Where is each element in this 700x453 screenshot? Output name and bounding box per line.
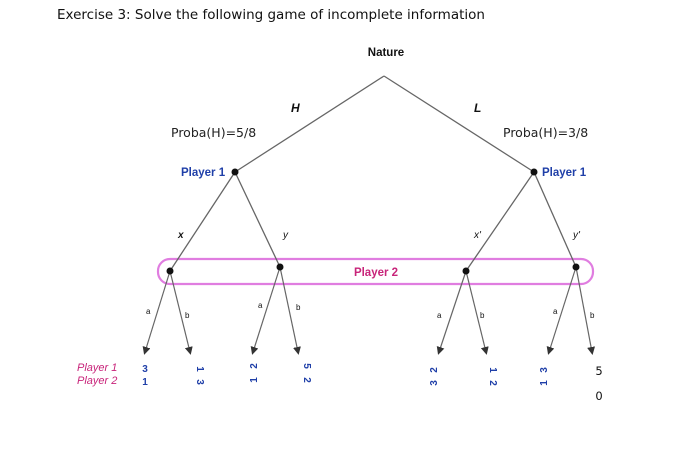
information-set-oval	[156, 257, 595, 286]
probability-left: Proba(H)=5/8	[171, 125, 256, 140]
action-a-2: a	[258, 301, 263, 310]
player2-node-1	[166, 267, 174, 275]
player2-node-3	[462, 267, 470, 275]
nature-branch-h	[234, 75, 385, 173]
player2-node-4	[572, 263, 580, 271]
player1-label-right: Player 1	[542, 167, 587, 179]
player1-node-right	[530, 168, 538, 176]
payoff-p2-7: 1	[539, 380, 550, 386]
p1-branch-x	[169, 171, 236, 272]
p2-branch-b-3	[465, 270, 489, 355]
payoff-p1-8: 5	[595, 364, 602, 378]
p2-branch-a-4	[546, 266, 577, 355]
p2-branch-b-2	[279, 266, 301, 355]
action-b-3: b	[480, 311, 485, 320]
action-b-2: b	[296, 303, 301, 312]
row-label-player2: Player 2	[77, 375, 117, 387]
player1-node-left	[231, 168, 239, 176]
player2-node-2	[276, 263, 284, 271]
nature-branch-l	[383, 75, 535, 173]
payoff-p2-3: 1	[249, 377, 260, 383]
payoff-p2-4: 2	[301, 377, 312, 383]
payoff-p1-1: 3	[142, 364, 148, 375]
nature-move-l: L	[474, 101, 481, 115]
nature-move-h: H	[291, 101, 300, 115]
action-b-1: b	[185, 311, 190, 320]
p2-branch-a-1	[142, 270, 171, 355]
action-a-3: a	[437, 311, 442, 320]
action-b-4: b	[590, 311, 595, 320]
payoff-p1-6: 1	[487, 367, 498, 373]
action-x: x	[177, 230, 184, 241]
payoff-p2-6: 2	[487, 380, 498, 386]
probability-right: Proba(H)=3/8	[503, 125, 588, 140]
payoff-p1-3: 2	[249, 363, 260, 369]
payoff-p1-2: 1	[194, 366, 205, 372]
action-y: y	[282, 230, 289, 241]
action-y-prime: y'	[572, 230, 581, 241]
payoff-p1-4: 5	[301, 363, 312, 369]
p2-branch-a-3	[436, 270, 467, 355]
action-x-prime: x'	[473, 230, 482, 241]
payoff-p1-7: 3	[539, 367, 550, 373]
payoff-p2-2: 3	[194, 379, 205, 385]
p2-branch-a-2	[250, 266, 281, 355]
player2-label: Player 2	[354, 267, 398, 279]
row-label-player1: Player 1	[77, 362, 117, 374]
nature-label: Nature	[368, 47, 404, 59]
p2-branch-b-1	[169, 270, 193, 355]
p1-branch-y	[234, 171, 281, 268]
action-a-4: a	[553, 307, 558, 316]
action-a-1: a	[146, 307, 151, 316]
payoff-p1-5: 2	[429, 367, 440, 373]
payoff-p2-5: 3	[429, 380, 440, 386]
p1-branch-yp	[533, 171, 577, 268]
p2-branch-b-4	[575, 266, 596, 355]
player1-label-left: Player 1	[181, 167, 226, 179]
p1-branch-xp	[465, 171, 535, 272]
exercise-title: Exercise 3: Solve the following game of …	[57, 7, 485, 23]
payoff-p2-1: 1	[142, 377, 148, 388]
payoff-p2-8: 0	[595, 389, 602, 403]
